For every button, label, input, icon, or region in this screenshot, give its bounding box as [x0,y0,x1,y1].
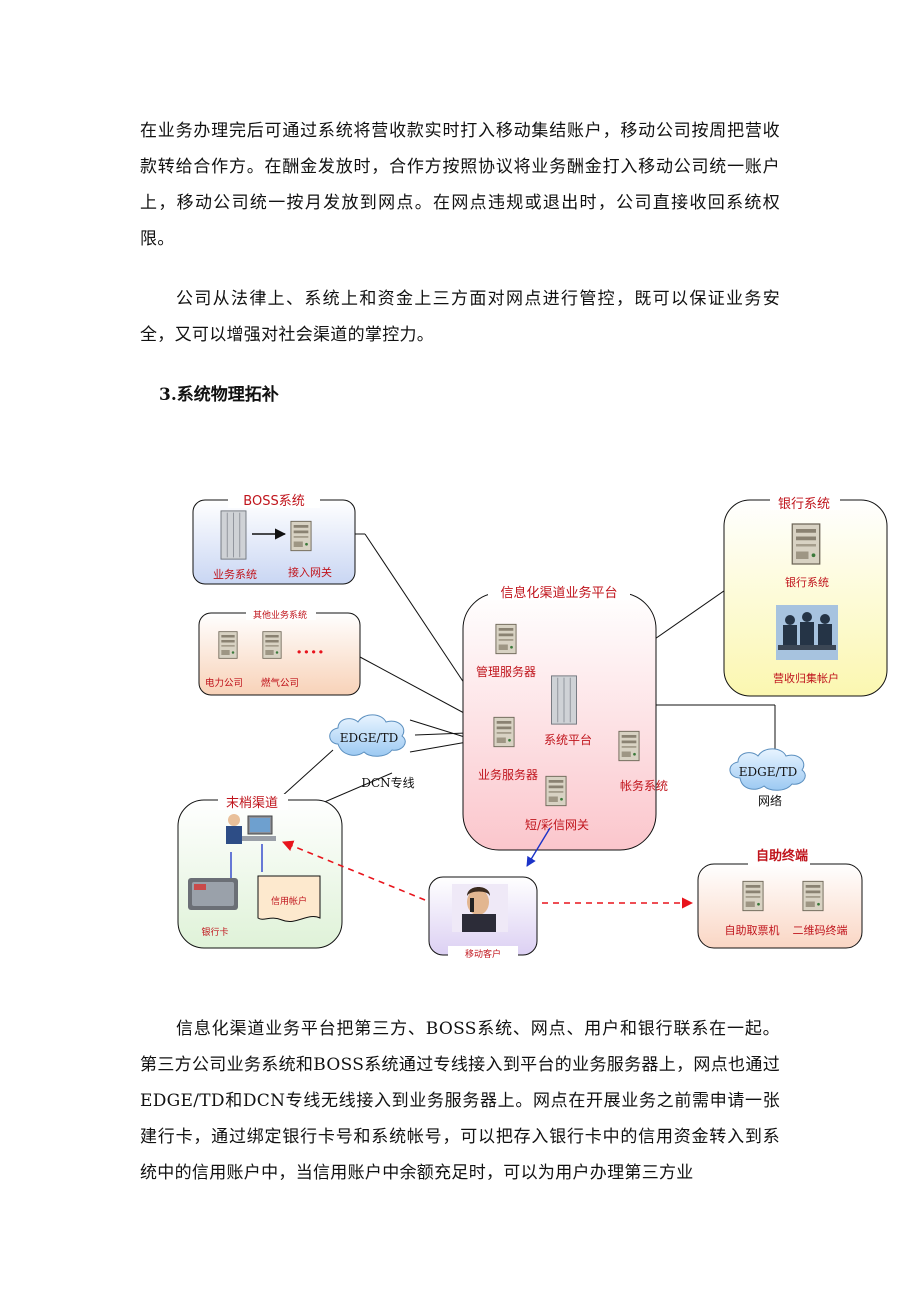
business-system-label: 业务系统 [213,568,257,581]
bank-system-label: 银行系统 [785,575,829,589]
boss-system-box: BOSS系统 业务系统 接入网关 [192,494,356,585]
credit-account-icon [257,875,321,922]
sms-gateway-server-icon [545,775,567,807]
operator-computer-icon [226,814,276,844]
endpoint-channel-box: 末梢渠道 银行卡 信用帐户 [177,794,343,949]
bank-title: 银行系统 [778,497,830,512]
other-business-systems-box: 其他业务系统 ···· 电力公司 燃气公司 [198,608,361,696]
other-systems-title: 其他业务系统 [253,609,307,621]
customer-to-endpoint-arrow [281,840,426,901]
network-label: 网络 [758,793,782,808]
sms-to-customer-arrow [526,827,551,867]
endpoint-title: 末梢渠道 [226,796,278,811]
qr-terminal-label: 二维码终端 [793,923,848,937]
topology-diagram: BOSS系统 业务系统 接入网关 其他业务系统 ···· 电力公司 燃气公司 信… [177,494,888,960]
paragraph-control: 公司从法律上、系统上和资金上三方面对网点进行管控，既可以保证业务安全，又可以增强… [140,289,780,345]
paragraph-platform: 信息化渠道业务平台把第三方、BOSS系统、网点、用户和银行联系在一起。第三方公司… [140,1019,780,1183]
power-company-server-icon [218,631,238,659]
paragraph-settlement: 在业务办理完后可通过系统将营收款实时打入移动集结账户，移动公司按周把营收款转给合… [140,121,780,249]
business-server-icon [493,716,515,748]
management-server-label: 管理服务器 [476,664,536,679]
system-platform-label: 系统平台 [544,732,592,747]
gas-company-label: 燃气公司 [261,677,299,689]
gas-company-server-icon [262,631,282,659]
sms-gateway-label: 短/彩信网关 [525,818,589,832]
bank-system-box: 银行系统 银行系统 营收归集帐户 [723,494,888,697]
business-system-server-icon [220,510,247,560]
account-system-server-icon [618,730,640,762]
access-gateway-server-icon [290,520,312,552]
power-company-label: 电力公司 [205,677,243,689]
qr-terminal-icon [802,880,824,912]
more-systems-dots: ···· [296,642,325,663]
edge-td-cloud-right: EDGE/TD [729,748,806,791]
system-platform-tower-icon [550,675,578,725]
revenue-account-label: 营收归集帐户 [773,671,839,685]
customer-on-phone-icon [452,884,508,932]
self-service-title: 自助终端 [756,848,808,864]
edge-td-left-label: EDGE/TD [340,731,398,745]
business-server-label: 业务服务器 [478,767,538,782]
mobile-customer-label: 移动客户 [465,948,501,960]
edge-td-right-label: EDGE/TD [739,765,797,779]
ticket-machine-icon [742,880,764,912]
mobile-customer-box: 移动客户 [428,876,538,960]
ticket-machine-label: 自助取票机 [725,923,780,937]
account-system-label: 帐务系统 [620,778,668,793]
meeting-people-icon [776,605,838,660]
bank-server-icon [791,523,821,565]
dcn-line-label: DCN专线 [361,775,414,790]
section-heading: 3.系统物理拓补 [159,385,279,405]
access-gateway-label: 接入网关 [288,565,332,579]
channel-platform-box: 信息化渠道业务平台 管理服务器 系统平台 业务服务器 帐务系统 短/彩信网关 [462,584,668,851]
boss-title: BOSS系统 [243,494,304,509]
bank-card-label: 银行卡 [201,926,228,938]
credit-account-label: 信用帐户 [271,895,307,907]
self-service-terminal-box: 自助终端 自助取票机 二维码终端 [697,846,863,949]
platform-title: 信息化渠道业务平台 [500,585,617,601]
bank-card-icon [188,878,238,910]
management-server-icon [495,623,517,655]
edge-td-cloud-left: EDGE/TD [329,714,406,757]
